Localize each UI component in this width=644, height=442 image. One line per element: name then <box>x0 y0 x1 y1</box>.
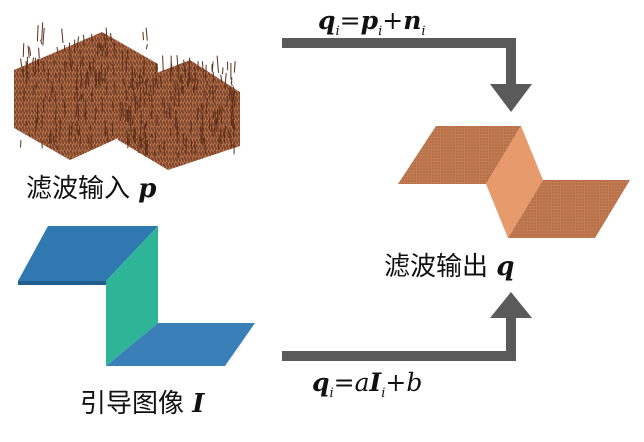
bottom-arrow <box>282 292 532 361</box>
noisy-input-surface <box>14 22 240 170</box>
top-arrow <box>282 38 532 112</box>
output-surface <box>398 126 630 238</box>
guide-image-label: 引导图像 I <box>80 389 205 419</box>
bottom-equation: qi=aIi+b <box>312 368 423 401</box>
filter-input-label: 滤波输入 p <box>26 174 157 204</box>
top-equation: qi=pi+ni <box>318 6 426 39</box>
filter-output-label: 滤波输出 q <box>384 252 515 282</box>
guide-image-surface <box>18 226 255 366</box>
